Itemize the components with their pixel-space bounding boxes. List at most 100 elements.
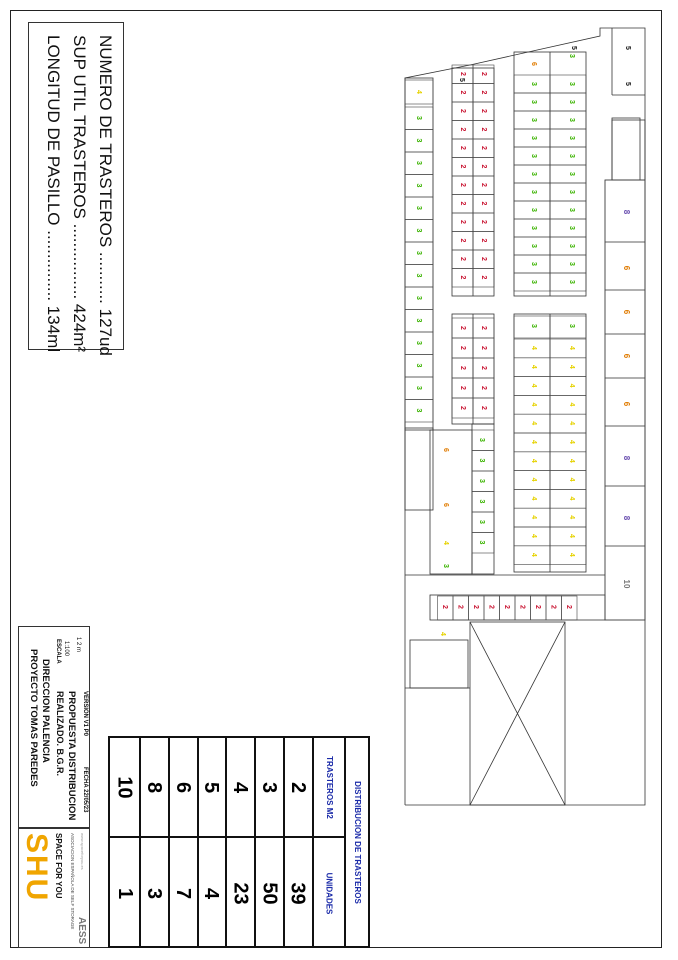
unit-label: 8 bbox=[622, 210, 631, 215]
unit-label: 5 bbox=[624, 82, 631, 86]
storage-unit bbox=[549, 451, 587, 471]
table-cell-m2: 6 bbox=[168, 738, 199, 836]
unit-label: 3 bbox=[415, 341, 422, 345]
unit-label: 4 bbox=[530, 365, 537, 369]
unit-label: 3 bbox=[568, 82, 575, 86]
unit-label: 2 bbox=[459, 128, 466, 132]
unit-label: 3 bbox=[415, 319, 422, 323]
unit-label: 3 bbox=[415, 364, 422, 368]
table-cell-m2: 4 bbox=[225, 738, 257, 836]
unit-label: 3 bbox=[530, 136, 537, 140]
unit-label: 2 bbox=[480, 72, 487, 76]
unit-label: 2 bbox=[480, 220, 487, 224]
unit-label: 3 bbox=[530, 154, 537, 158]
unit-label: 2 bbox=[459, 165, 466, 169]
unit-label: 4 bbox=[442, 541, 449, 545]
unit-label: 3 bbox=[568, 136, 575, 140]
table-cell-units: 1 bbox=[110, 836, 141, 948]
unit-label: 6 bbox=[622, 354, 631, 359]
unit-label: 3 bbox=[530, 100, 537, 104]
unit-label: 3 bbox=[530, 208, 537, 212]
unit-label: 2 bbox=[459, 72, 466, 76]
storage-unit bbox=[549, 376, 587, 396]
unit-label: 2 bbox=[565, 605, 572, 609]
unit-label: 2 bbox=[480, 128, 487, 132]
unit-label: 2 bbox=[480, 165, 487, 169]
unit-label: 2 bbox=[459, 109, 466, 113]
unit-label: 8 bbox=[622, 456, 631, 461]
unit-label: 4 bbox=[530, 346, 537, 350]
drawing-name: PROPUESTA DISTRIBUCION bbox=[66, 691, 77, 821]
unit-label: 3 bbox=[415, 139, 422, 143]
storage-unit bbox=[549, 74, 587, 94]
storage-unit bbox=[604, 545, 646, 621]
unit-label: 3 bbox=[568, 262, 575, 266]
table-cell-m2: 3 bbox=[254, 738, 286, 836]
unit-label: 10 bbox=[622, 580, 631, 589]
unit-label: 3 bbox=[478, 520, 485, 524]
unit-label: 6 bbox=[622, 310, 631, 315]
scale-label: ESCALA bbox=[55, 639, 61, 664]
storage-unit bbox=[549, 338, 587, 359]
unit-label: 3 bbox=[530, 226, 537, 230]
unit-label: 2 bbox=[480, 109, 487, 113]
association-name: ASOCIACION ESPAÑOLA DE SELF STORAGE bbox=[70, 833, 75, 930]
storage-unit bbox=[549, 254, 587, 274]
unit-label: 2 bbox=[480, 239, 487, 243]
brand-tagline: SPACE FOR YOU bbox=[54, 833, 63, 899]
table-cell-m2: 8 bbox=[139, 738, 170, 836]
title-block: PROYECTO TOMAS PAREDES DIRECCION PALENCI… bbox=[18, 626, 90, 828]
unit-label: 4 bbox=[415, 90, 422, 94]
date: FECHA 22/05/23 bbox=[82, 767, 88, 813]
storage-unit bbox=[549, 395, 587, 415]
unit-label: 2 bbox=[459, 239, 466, 243]
storage-unit bbox=[471, 532, 495, 554]
unit-label: 4 bbox=[568, 402, 575, 406]
unit-label: 6 bbox=[622, 402, 631, 407]
storage-unit bbox=[549, 164, 587, 184]
unit-label: 3 bbox=[415, 116, 422, 120]
storage-unit bbox=[549, 413, 587, 434]
table-cell-m2: 10 bbox=[110, 738, 141, 836]
unit-label: 4 bbox=[530, 384, 537, 388]
unit-label: 2 bbox=[441, 605, 448, 609]
unit-label: 2 bbox=[459, 257, 466, 261]
unit-label: 3 bbox=[568, 154, 575, 158]
unit-label: 3 bbox=[568, 100, 575, 104]
storage-unit bbox=[549, 110, 587, 130]
table-cell-m2: 5 bbox=[197, 738, 228, 836]
unit-label: 2 bbox=[459, 91, 466, 95]
storage-unit bbox=[549, 315, 587, 339]
unit-label: 3 bbox=[568, 54, 575, 58]
unit-label: 2 bbox=[480, 146, 487, 150]
unit-label: 2 bbox=[480, 406, 487, 410]
unit-label: 3 bbox=[568, 244, 575, 248]
unit-label: 4 bbox=[568, 440, 575, 444]
unit-label: 3 bbox=[415, 161, 422, 165]
unit-label: 4 bbox=[568, 534, 575, 538]
dist-title: DISTRIBUCION DE TRASTEROS bbox=[344, 738, 368, 946]
storage-unit bbox=[549, 182, 587, 202]
unit-label: 3 bbox=[478, 500, 485, 504]
unit-label: 3 bbox=[530, 262, 537, 266]
storage-unit bbox=[549, 200, 587, 220]
table-cell-units: 3 bbox=[138, 836, 170, 948]
unit-label: 2 bbox=[459, 220, 466, 224]
unit-label: 2 bbox=[459, 386, 466, 390]
storage-unit bbox=[549, 470, 587, 490]
unit-label: 3 bbox=[415, 409, 422, 413]
unit-label: 4 bbox=[530, 534, 537, 538]
unit-label: 2 bbox=[480, 91, 487, 95]
unit-label: 3 bbox=[530, 118, 537, 122]
unit-label: 3 bbox=[568, 226, 575, 230]
storage-unit bbox=[472, 268, 495, 288]
brand-logo: SHU bbox=[20, 833, 53, 903]
storage-unit bbox=[549, 92, 587, 112]
unit-label: 2 bbox=[472, 605, 479, 609]
storage-unit bbox=[549, 236, 587, 256]
logo-box: SHU SPACE FOR YOU ASOCIACION ESPAÑOLA DE… bbox=[18, 828, 90, 948]
unit-label: 2 bbox=[459, 346, 466, 350]
unit-label: 6 bbox=[442, 448, 449, 452]
unit-label: 3 bbox=[442, 564, 449, 568]
